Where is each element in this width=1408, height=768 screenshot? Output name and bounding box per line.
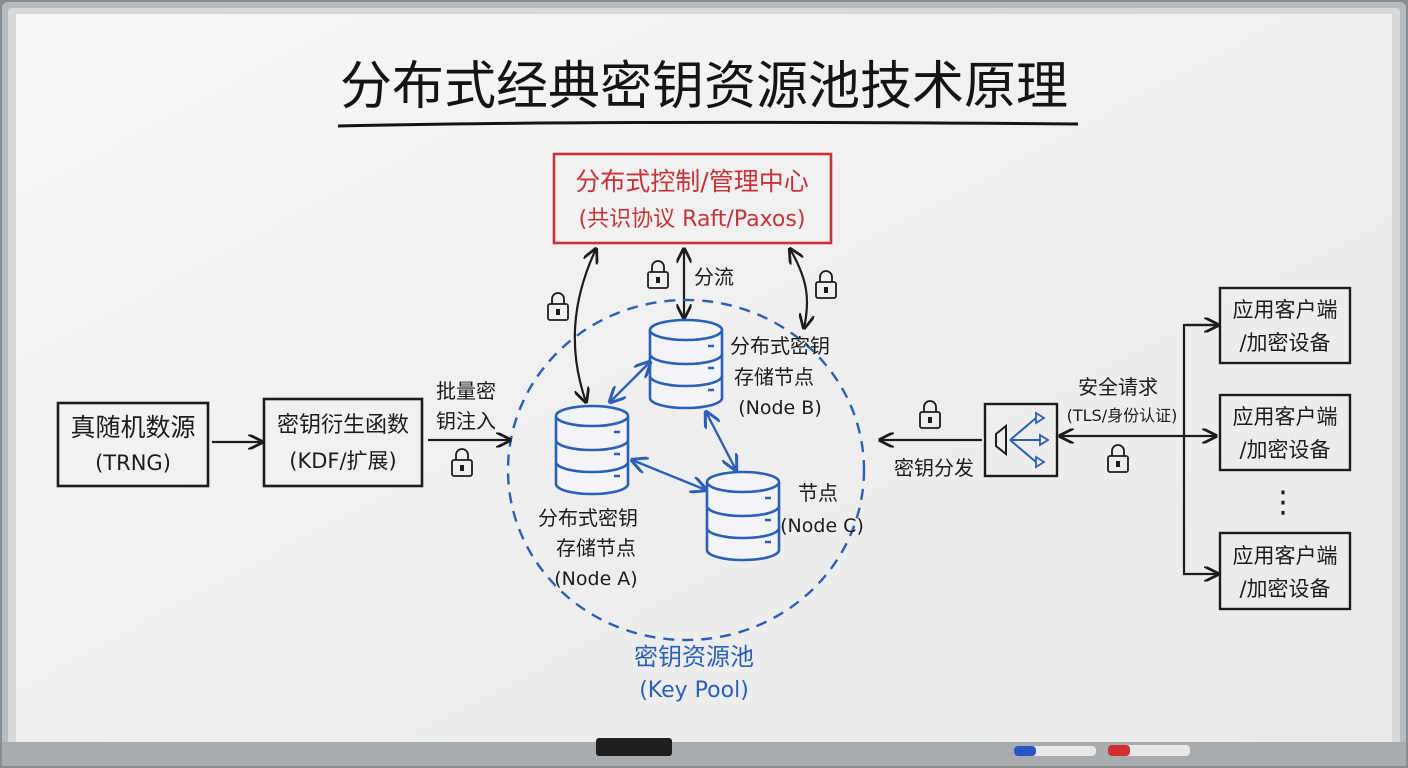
client-1-label-2: /加密设备 xyxy=(1239,331,1330,355)
key-pool-label-en: (Key Pool) xyxy=(639,678,749,703)
node-c-label-1: 节点 xyxy=(798,481,838,505)
node-b-label-3: (Node B) xyxy=(738,397,822,419)
control-center-box xyxy=(552,152,833,245)
gateway-router-icon xyxy=(983,402,1059,478)
node-a-label-3: (Node A) xyxy=(554,568,637,590)
client-1-label-1: 应用客户端 xyxy=(1233,298,1338,322)
node-b-label-1: 分布式密钥 xyxy=(730,334,830,358)
client-2-label-1: 应用客户端 xyxy=(1233,405,1338,429)
trng-label: 真随机数源 xyxy=(70,413,195,442)
control-center-line2: (共识协议 Raft/Paxos) xyxy=(579,207,806,232)
trng-box xyxy=(56,401,210,488)
database-icon-node-b xyxy=(648,318,724,410)
key-pool-boundary xyxy=(506,298,866,642)
page-title: 分布式经典密钥资源池技术原理 xyxy=(340,57,1068,117)
key-distribution-label: 密钥分发 xyxy=(894,456,974,480)
node-a-label-2: 存储节点 xyxy=(556,536,636,560)
client-box-1 xyxy=(1218,286,1352,365)
eraser xyxy=(596,738,672,756)
secure-request-label: 安全请求 xyxy=(1078,375,1158,399)
kdf-label-en: (KDF/扩展) xyxy=(289,449,396,473)
batch-inject-label-2: 钥注入 xyxy=(436,409,496,433)
shunt-label: 分流 xyxy=(694,265,734,289)
client-box-3 xyxy=(1218,531,1352,611)
client-3-label-1: 应用客户端 xyxy=(1233,544,1338,568)
link-a-b xyxy=(610,362,650,402)
database-icon-node-c xyxy=(705,470,781,562)
client-box-2 xyxy=(1218,393,1352,472)
control-arrow-left xyxy=(573,249,596,402)
kdf-label: 密钥衍生函数 xyxy=(277,413,409,438)
client-2-label-2: /加密设备 xyxy=(1239,438,1330,462)
key-pool-label: 密钥资源池 xyxy=(634,643,754,671)
node-c-label-2: (Node C) xyxy=(780,515,864,537)
link-a-c xyxy=(632,460,706,490)
link-b-c xyxy=(706,412,736,470)
batch-inject-label-1: 批量密 xyxy=(436,379,496,403)
client-3-label-2: /加密设备 xyxy=(1239,577,1330,601)
control-arrow-right xyxy=(790,249,807,328)
database-icon-node-a xyxy=(554,404,630,496)
title-underline xyxy=(337,120,1079,128)
client-ellipsis: ⋮ xyxy=(1268,485,1298,520)
node-a-label-1: 分布式密钥 xyxy=(538,506,638,530)
trng-label-en: (TRNG) xyxy=(95,451,171,475)
secure-request-protocol: (TLS/身份认证) xyxy=(1067,406,1178,425)
kdf-box xyxy=(262,397,424,488)
node-b-label-2: 存储节点 xyxy=(734,365,814,389)
control-center-line1: 分布式控制/管理中心 xyxy=(575,167,808,196)
